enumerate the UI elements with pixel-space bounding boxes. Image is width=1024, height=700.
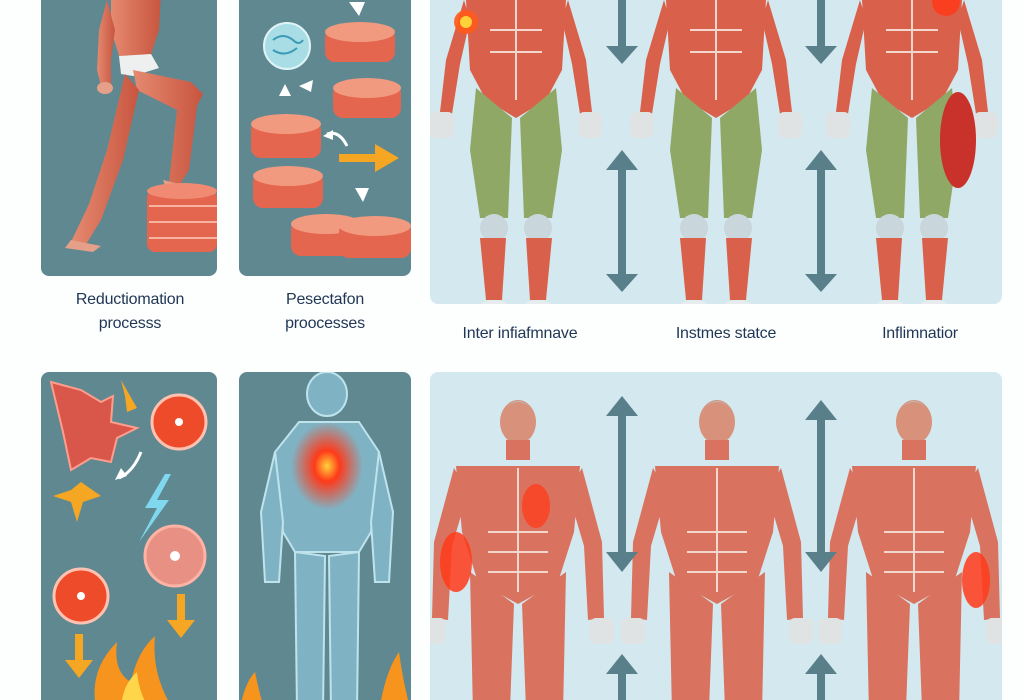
panel-reduction-process <box>41 0 217 276</box>
flame-icon <box>94 636 168 700</box>
yellow-arrows <box>53 380 195 678</box>
label-pesectation-processes: Pesectafon proocesses <box>285 291 365 332</box>
inflamed-thigh <box>940 92 976 188</box>
flame-icon <box>241 652 408 700</box>
cycle-arrows-icon <box>279 2 369 202</box>
lightning-icon <box>139 474 171 542</box>
tissue-discs-illustration <box>251 2 411 258</box>
torn-tissue-icon <box>49 380 140 472</box>
running-muscle-figure-illustration <box>65 0 217 252</box>
inflammation-hotspot-chest <box>522 484 550 528</box>
inflammation-hotspot-forearm <box>440 532 472 592</box>
three-muscle-figures-green-thighs <box>430 0 999 304</box>
panel-pesectation-processes <box>239 0 411 276</box>
label-instmes-state: Instmes statce <box>675 325 777 342</box>
tissue-damage-illustration <box>49 380 208 700</box>
figure-2 <box>620 399 814 700</box>
orange-arrow-icon <box>339 144 399 172</box>
panel-inflammation-states-top <box>430 0 1002 304</box>
figure-3 <box>817 399 1002 700</box>
panel-back-pain <box>239 372 411 700</box>
muscle-disc-stack <box>147 183 217 252</box>
label-inter-inflammative: Inter infiafmnave <box>462 325 578 342</box>
cell-icon <box>263 22 311 70</box>
inflammation-hotspot-forearm <box>962 552 990 608</box>
double-arrows <box>606 0 837 292</box>
three-grey-haired-figures <box>430 396 1002 700</box>
panel-inflammation-states-bottom <box>430 372 1002 700</box>
inflamed-spine-hotspot <box>291 422 363 510</box>
back-figure <box>259 372 395 700</box>
panel-tissue-damage <box>41 372 217 700</box>
label-reduction-process: Reductiomation processs <box>75 291 185 332</box>
figure-2 <box>629 0 803 304</box>
label-inflammation: Inflimnatior <box>882 325 958 342</box>
muscle-discs <box>251 22 411 258</box>
translucent-back-figure-illustration <box>241 372 408 700</box>
inflammation-hotspot <box>932 0 960 16</box>
double-arrows <box>606 396 837 700</box>
figure-1 <box>430 0 603 304</box>
